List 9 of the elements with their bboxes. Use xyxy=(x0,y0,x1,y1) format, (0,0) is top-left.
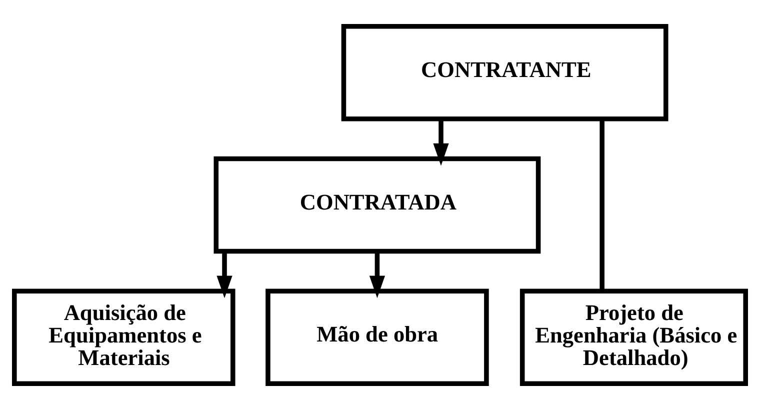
node-box: Aquisição de Equipamentos e Materiais xyxy=(12,288,236,386)
arrow xyxy=(369,251,386,298)
node-box: CONTRATANTE xyxy=(341,24,668,122)
node-box: CONTRATADA xyxy=(214,156,541,254)
node-box: Projeto de Engenharia (Básico e Detalhado) xyxy=(520,288,748,386)
arrow xyxy=(433,118,449,166)
node-box: Mão de obra xyxy=(266,288,489,386)
arrow xyxy=(216,251,232,298)
connector xyxy=(600,119,604,292)
